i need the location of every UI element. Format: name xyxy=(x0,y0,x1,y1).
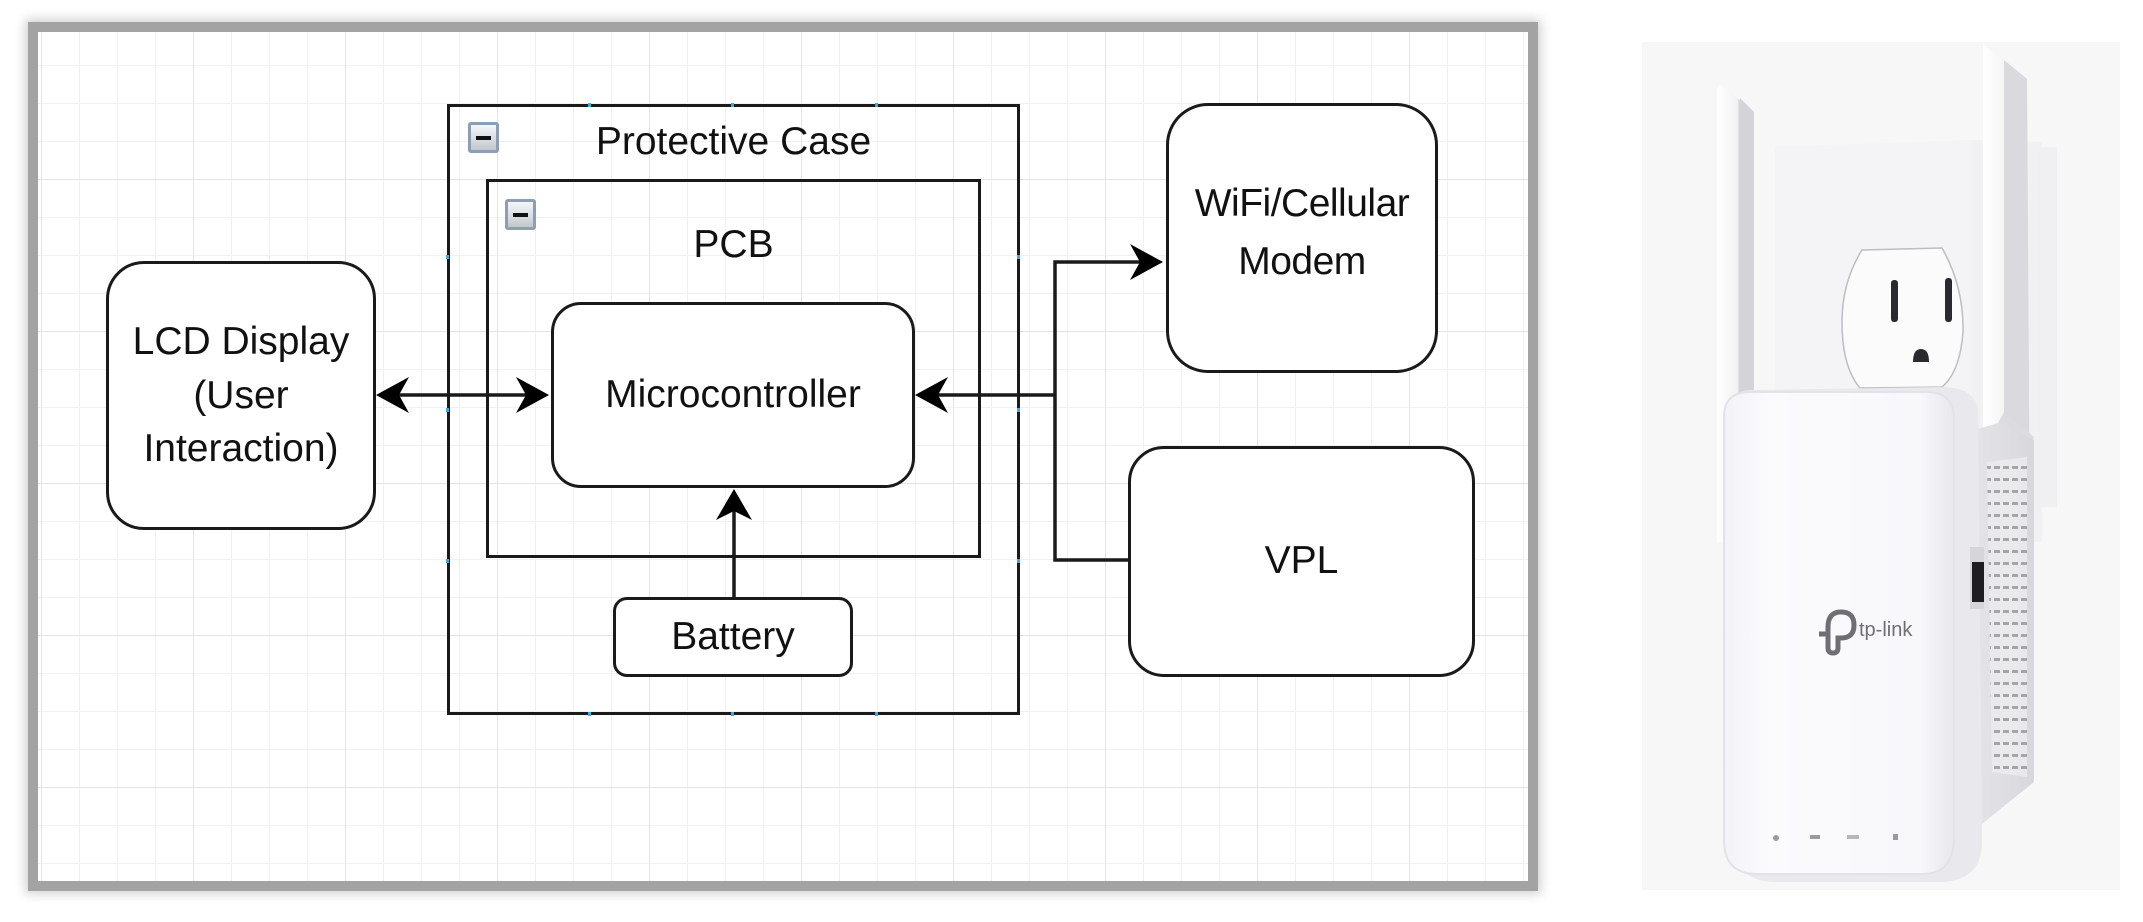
device-front-face xyxy=(1723,391,1955,875)
ethernet-port xyxy=(1970,547,1984,609)
pcb-title: PCB xyxy=(693,223,774,266)
wifi-modem-label-line: WiFi/Cellular xyxy=(1194,181,1410,225)
protective-case-title: Protective Case xyxy=(595,120,872,163)
wifi-cellular-modem-label: WiFi/Cellular Modem xyxy=(1195,175,1410,292)
outlet-slot xyxy=(1891,280,1898,322)
wifi-led xyxy=(1810,835,1820,839)
microcontroller-node[interactable]: Microcontroller xyxy=(551,302,915,488)
wifi-cellular-modem-node[interactable]: WiFi/Cellular Modem xyxy=(1166,103,1438,373)
signal-led xyxy=(1893,834,1898,840)
collapse-protective-case-icon[interactable] xyxy=(468,122,499,153)
lcd-display-label-line: Interaction) xyxy=(143,427,339,471)
lcd-display-node[interactable]: LCD Display (User Interaction) xyxy=(106,261,376,530)
power-led xyxy=(1773,835,1779,841)
arrowhead-right xyxy=(1130,244,1163,280)
lcd-display-label-line: (User xyxy=(193,373,289,417)
outlet-slot xyxy=(1945,278,1952,322)
arrowhead-left xyxy=(376,377,409,413)
wifi-modem-label-line: Modem xyxy=(1238,240,1366,283)
battery-node[interactable]: Battery xyxy=(613,597,853,677)
tp-link-logo-text: tp-link xyxy=(1859,619,1913,641)
vented-side-panel xyxy=(1967,422,2034,832)
lcd-display-label: LCD Display (User Interaction) xyxy=(133,315,350,476)
battery-label: Battery xyxy=(671,614,795,658)
vpl-node[interactable]: VPL xyxy=(1128,446,1475,677)
ethernet-led xyxy=(1847,835,1859,839)
range-extender-illustration: tp-link xyxy=(1717,44,2057,882)
outlet-ground-hole xyxy=(1913,349,1929,362)
collapse-pcb-icon[interactable] xyxy=(505,199,536,230)
vpl-label: VPL xyxy=(1264,539,1339,583)
wall-outlet xyxy=(1841,247,1964,412)
led-indicators xyxy=(1773,834,1898,841)
pcb-container[interactable]: PCB xyxy=(486,179,981,558)
microcontroller-label: Microcontroller xyxy=(605,372,861,416)
lcd-display-label-line: LCD Display xyxy=(132,319,350,363)
range-extender-photo: tp-link xyxy=(1642,42,2120,890)
tp-link-logo: tp-link xyxy=(1819,609,1913,656)
